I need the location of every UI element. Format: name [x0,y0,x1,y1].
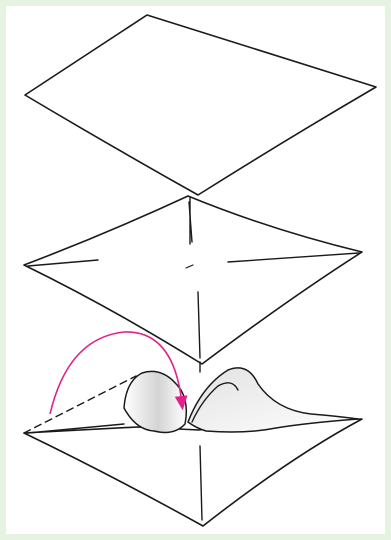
vertical-crease [189,202,200,358]
rising-flap [188,368,358,432]
origami-fold-diagram [6,6,385,534]
step-2-creased-square [24,196,362,364]
step-3-folding [24,332,362,526]
diagram-panel [6,6,385,534]
paper-square-icon [25,15,376,195]
base-square [24,419,362,526]
lower-vertical-crease [200,446,202,520]
horizontal-crease [28,253,359,266]
center-mark [186,265,193,268]
folded-square-icon [24,196,362,364]
step-1-flat-square [25,15,376,195]
curled-flap [124,371,186,432]
